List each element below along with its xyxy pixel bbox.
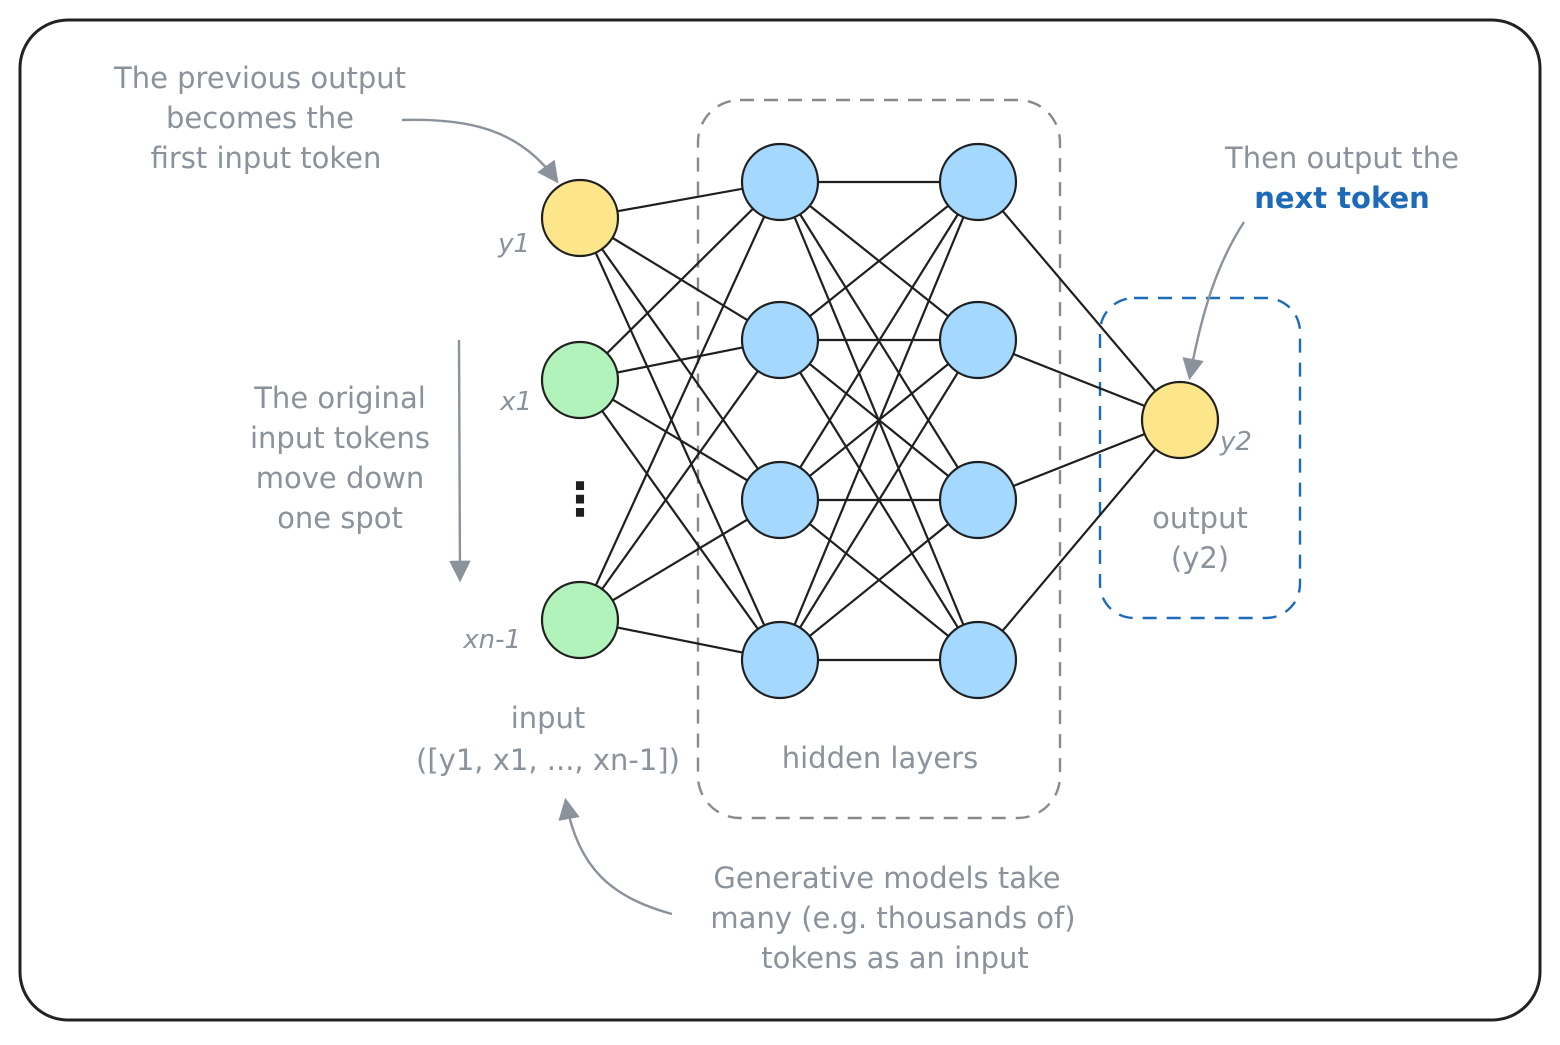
hidden-node bbox=[740, 300, 820, 380]
connection-edge bbox=[579, 181, 781, 381]
annotation-line: many (e.g. thousands of) bbox=[710, 901, 1075, 935]
connection-edge bbox=[778, 181, 980, 661]
connection-edge bbox=[779, 181, 979, 501]
connection-edges bbox=[578, 180, 1181, 662]
previous-output-annotation: The previous output becomes the first in… bbox=[113, 61, 559, 184]
connection-edge bbox=[779, 181, 979, 341]
annotation-line: first input token bbox=[151, 141, 382, 175]
node-y1 bbox=[540, 178, 620, 258]
previous-output-arrow bbox=[401, 118, 559, 184]
hidden-node bbox=[740, 620, 820, 700]
ellipsis-dots: ⋮ bbox=[557, 472, 603, 526]
annotation-line: move down bbox=[256, 461, 424, 495]
output-title: output bbox=[1152, 501, 1248, 535]
connection-edge bbox=[779, 339, 979, 661]
generative-arrow bbox=[558, 797, 673, 916]
annotation-line: Generative models take bbox=[713, 861, 1060, 895]
hidden-layers-box bbox=[696, 98, 1062, 820]
label-xn-1: xn-1 bbox=[462, 625, 521, 655]
annotation-line: The original bbox=[253, 381, 426, 415]
label-y1: y1 bbox=[497, 229, 530, 259]
connection-edge bbox=[579, 339, 781, 621]
generative-annotation: Generative models take many (e.g. thousa… bbox=[558, 797, 1076, 975]
hidden-layer-2 bbox=[938, 142, 1018, 700]
input-list: ([y1, x1, ..., xn-1]) bbox=[416, 743, 680, 777]
hidden-layer-1 bbox=[740, 142, 820, 700]
connection-edge bbox=[579, 379, 781, 661]
connection-edge bbox=[779, 499, 979, 661]
hidden-layers-label: hidden layers bbox=[782, 741, 979, 775]
next-token-annotation: Then output the next token bbox=[1182, 141, 1459, 381]
input-layer bbox=[540, 178, 620, 660]
label-x1: x1 bbox=[499, 387, 532, 417]
connection-edge bbox=[977, 419, 1181, 661]
next-token-highlight: next token bbox=[1254, 181, 1430, 215]
connection-edge bbox=[977, 181, 1181, 421]
hidden-node bbox=[740, 460, 820, 540]
annotation-line: input tokens bbox=[250, 421, 430, 455]
original-inputs-annotation: The original input tokens move down one … bbox=[250, 339, 471, 583]
node-xn-1 bbox=[540, 580, 620, 660]
hidden-node bbox=[740, 142, 820, 222]
annotation-line: one spot bbox=[277, 501, 403, 535]
node-x1 bbox=[540, 340, 620, 420]
hidden-node bbox=[938, 620, 1018, 700]
hidden-node bbox=[938, 300, 1018, 380]
connection-edge bbox=[578, 181, 782, 621]
node-y2 bbox=[1140, 380, 1220, 460]
annotation-line: becomes the bbox=[166, 101, 354, 135]
move-down-arrow bbox=[449, 339, 471, 583]
annotation-line: Then output the bbox=[1224, 141, 1459, 175]
hidden-node bbox=[938, 142, 1018, 222]
annotation-line: tokens as an input bbox=[761, 941, 1029, 975]
output-value: (y2) bbox=[1171, 541, 1229, 575]
output-box bbox=[1098, 296, 1302, 620]
annotation-line: The previous output bbox=[113, 61, 406, 95]
next-token-arrow bbox=[1182, 221, 1246, 381]
label-y2: y2 bbox=[1219, 427, 1252, 457]
hidden-node bbox=[938, 460, 1018, 540]
input-title: input bbox=[511, 701, 586, 735]
